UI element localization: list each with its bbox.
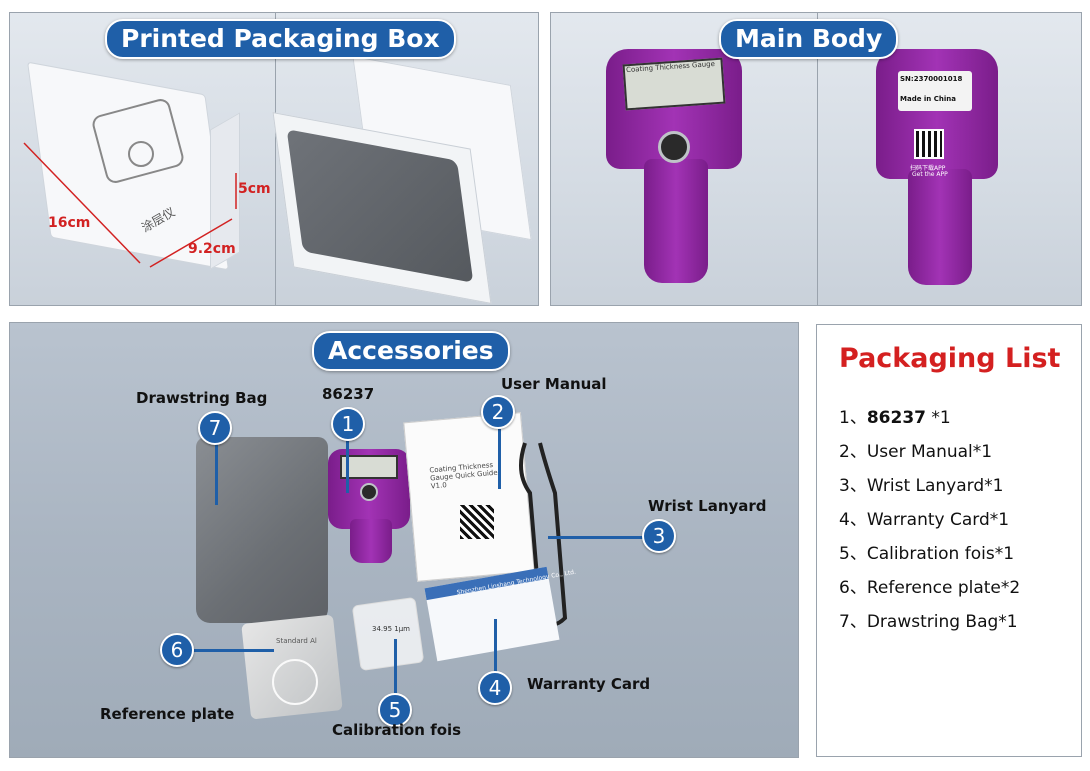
label-calibration-fois: Calibration fois	[332, 721, 462, 739]
packaging-list-title: Packaging List	[839, 343, 1061, 374]
badge-1: 1	[331, 407, 365, 441]
list-item-code: 86237	[866, 408, 926, 428]
reference-plate-text: Standard Al	[276, 637, 317, 645]
closed-box-illustration: 涂层仪	[27, 61, 258, 281]
device-back-body	[876, 49, 998, 179]
badge-4: 4	[478, 671, 512, 705]
main-body-title: Main Body	[719, 19, 899, 59]
power-button-icon	[658, 131, 690, 163]
back-label-sticker	[898, 71, 972, 111]
packaging-box-panel: 涂层仪 16cm 9.2cm 5cm Printed Packaging Box	[9, 12, 539, 306]
label-drawstring-bag: Drawstring Bag	[136, 389, 268, 407]
list-item-prefix: 5、	[839, 544, 867, 564]
packaging-list-panel: Packaging List 1、86237 *1 2、User Manual*…	[816, 324, 1082, 757]
manual-qr-code-icon	[460, 505, 494, 539]
badge-5: 5	[378, 693, 412, 727]
label-warranty-card: Warranty Card	[527, 675, 651, 693]
leader-line-1	[346, 441, 349, 493]
badge-2: 2	[481, 395, 515, 429]
serial-number: SN:2370001018	[900, 75, 963, 83]
calibration-foil-text: 34.95 1μm	[372, 625, 410, 633]
app-download-text-en: Get the APP	[912, 171, 948, 178]
packaging-list-item: 2、User Manual*1	[839, 437, 992, 462]
list-item-prefix: 3、	[839, 476, 867, 496]
accessories-title: Accessories	[312, 331, 510, 371]
accessory-device-probe	[350, 519, 392, 563]
list-item-text: *1	[925, 408, 951, 428]
packaging-list-item: 1、86237 *1	[839, 403, 951, 428]
list-item-text: User Manual*1	[866, 442, 993, 462]
badge-3: 3	[642, 519, 676, 553]
app-download-text: 扫码下载APP	[910, 165, 946, 172]
accessories-panel: Accessories Coating Thickness Gauge Quic…	[9, 322, 799, 758]
list-item-prefix: 1、	[839, 408, 867, 428]
list-item-text: Warranty Card*1	[866, 510, 1010, 530]
device-back: SN:2370001018 Made in China 扫码下载APP Get …	[876, 49, 1016, 289]
qr-code-icon	[914, 129, 944, 159]
list-item-text: Reference plate*2	[866, 578, 1021, 598]
label-wrist-lanyard: Wrist Lanyard	[648, 497, 767, 515]
packaging-list-item: 5、Calibration fois*1	[839, 539, 1014, 564]
dimension-height: 5cm	[238, 181, 271, 197]
device-back-probe	[908, 169, 972, 285]
packaging-list-item: 3、Wrist Lanyard*1	[839, 471, 1003, 496]
packaging-list-item: 7、Drawstring Bag*1	[839, 607, 1018, 632]
dimension-lines	[23, 142, 237, 268]
list-item-text: Calibration fois*1	[866, 544, 1015, 564]
label-reference-plate: Reference plate	[100, 705, 235, 723]
leader-line-7	[215, 443, 218, 505]
list-item-prefix: 2、	[839, 442, 867, 462]
dimension-length: 16cm	[48, 215, 91, 231]
photo-divider	[275, 13, 276, 305]
accessory-power-icon	[360, 483, 378, 501]
list-item-prefix: 7、	[839, 612, 867, 632]
calibration-foil-case	[351, 596, 425, 672]
badge-7: 7	[198, 411, 232, 445]
box-gauge-button	[128, 141, 154, 167]
list-item-text: Drawstring Bag*1	[866, 612, 1018, 632]
list-item-text: Wrist Lanyard*1	[866, 476, 1004, 496]
list-item-prefix: 6、	[839, 578, 867, 598]
leader-line-3	[548, 536, 644, 539]
open-box-illustration	[272, 55, 532, 304]
leader-line-2	[498, 429, 501, 489]
leader-line-5	[394, 639, 397, 693]
list-item-prefix: 4、	[839, 510, 867, 530]
badge-6: 6	[160, 633, 194, 667]
dimension-width: 9.2cm	[188, 241, 236, 257]
device-front: Coating Thickness Gauge	[606, 49, 746, 289]
packaging-list-item: 6、Reference plate*2	[839, 573, 1020, 598]
made-in-label: Made in China	[900, 95, 956, 103]
packaging-box-title: Printed Packaging Box	[105, 19, 456, 59]
main-body-panel: Coating Thickness Gauge SN:2370001018 Ma…	[550, 12, 1082, 306]
photo-divider-2	[817, 13, 818, 305]
drawstring-bag	[196, 437, 328, 623]
label-86237: 86237	[322, 385, 375, 403]
leader-line-4	[494, 619, 497, 677]
reference-plate-circle	[272, 659, 318, 705]
leader-line-6	[194, 649, 274, 652]
accessory-device-screen	[340, 455, 398, 479]
label-user-manual: User Manual	[501, 375, 607, 393]
packaging-list-item: 4、Warranty Card*1	[839, 505, 1009, 530]
device-front-probe	[644, 159, 708, 283]
